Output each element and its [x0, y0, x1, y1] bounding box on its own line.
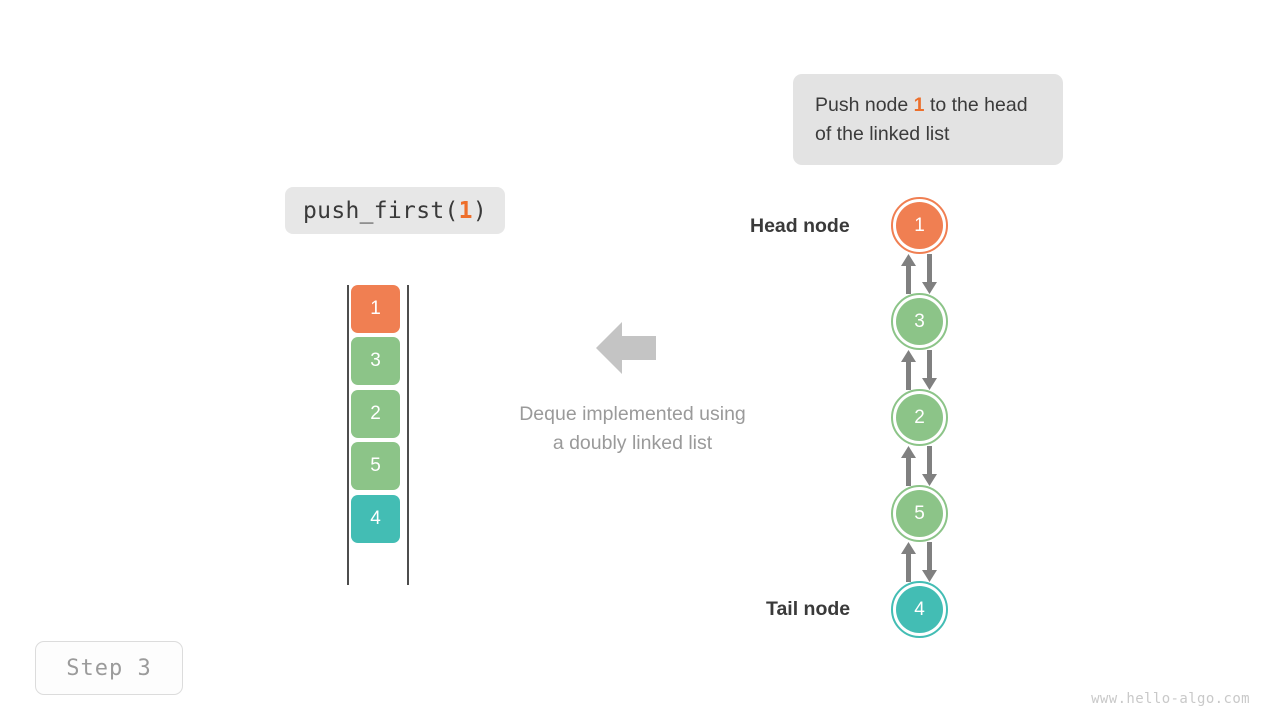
callout-text: Push node 1 to the head of the linked li…: [815, 91, 1041, 149]
arrow-left-icon: [596, 320, 656, 376]
watermark: www.hello-algo.com: [1091, 691, 1250, 707]
caption-line-1: Deque implemented using: [519, 403, 746, 425]
deque-stack: 1 3 2 5 4: [340, 280, 420, 592]
deque-rail-right: [407, 285, 409, 585]
list-node-core: 2: [896, 394, 943, 441]
diagram-caption: Deque implemented using a doubly linked …: [455, 400, 810, 458]
callout-bubble: Push node 1 to the head of the linked li…: [793, 74, 1063, 165]
code-argument: 1: [458, 197, 473, 224]
operation-code-label: push_first(1): [285, 187, 505, 234]
link-arrow-pair-icon: [894, 254, 946, 296]
list-node-core: 5: [896, 490, 943, 537]
list-node: 3: [891, 293, 948, 350]
callout-text-before: Push node: [815, 93, 914, 116]
tail-node-label: Tail node: [766, 598, 851, 620]
list-node-core: 1: [896, 202, 943, 249]
step-badge: Step 3: [35, 641, 183, 695]
deque-cell: 1: [351, 285, 400, 333]
deque-cell: 5: [351, 442, 400, 490]
deque-rail-left: [347, 285, 349, 585]
code-text: push_first(1): [303, 198, 487, 224]
link-arrow-pair-icon: [894, 350, 946, 392]
step-badge-label: Step 3: [66, 655, 152, 681]
callout-highlight-value: 1: [913, 93, 925, 116]
link-arrow-pair-icon: [894, 446, 946, 488]
code-suffix: ): [472, 197, 487, 224]
list-node: 5: [891, 485, 948, 542]
list-node-core: 3: [896, 298, 943, 345]
list-node: 2: [891, 389, 948, 446]
caption-line-2: a doubly linked list: [552, 432, 713, 454]
list-node: 4: [891, 581, 948, 638]
deque-cell: 3: [351, 337, 400, 385]
deque-cell: 2: [351, 390, 400, 438]
doubly-linked-list: 1 3 2: [880, 185, 970, 645]
head-node-label: Head node: [750, 215, 850, 237]
list-node-core: 4: [896, 586, 943, 633]
deque-cell: 4: [351, 495, 400, 543]
callout-text-after: to the head of the linked list: [815, 93, 1028, 145]
code-prefix: push_first(: [303, 197, 459, 224]
link-arrow-pair-icon: [894, 542, 946, 584]
list-node: 1: [891, 197, 948, 254]
